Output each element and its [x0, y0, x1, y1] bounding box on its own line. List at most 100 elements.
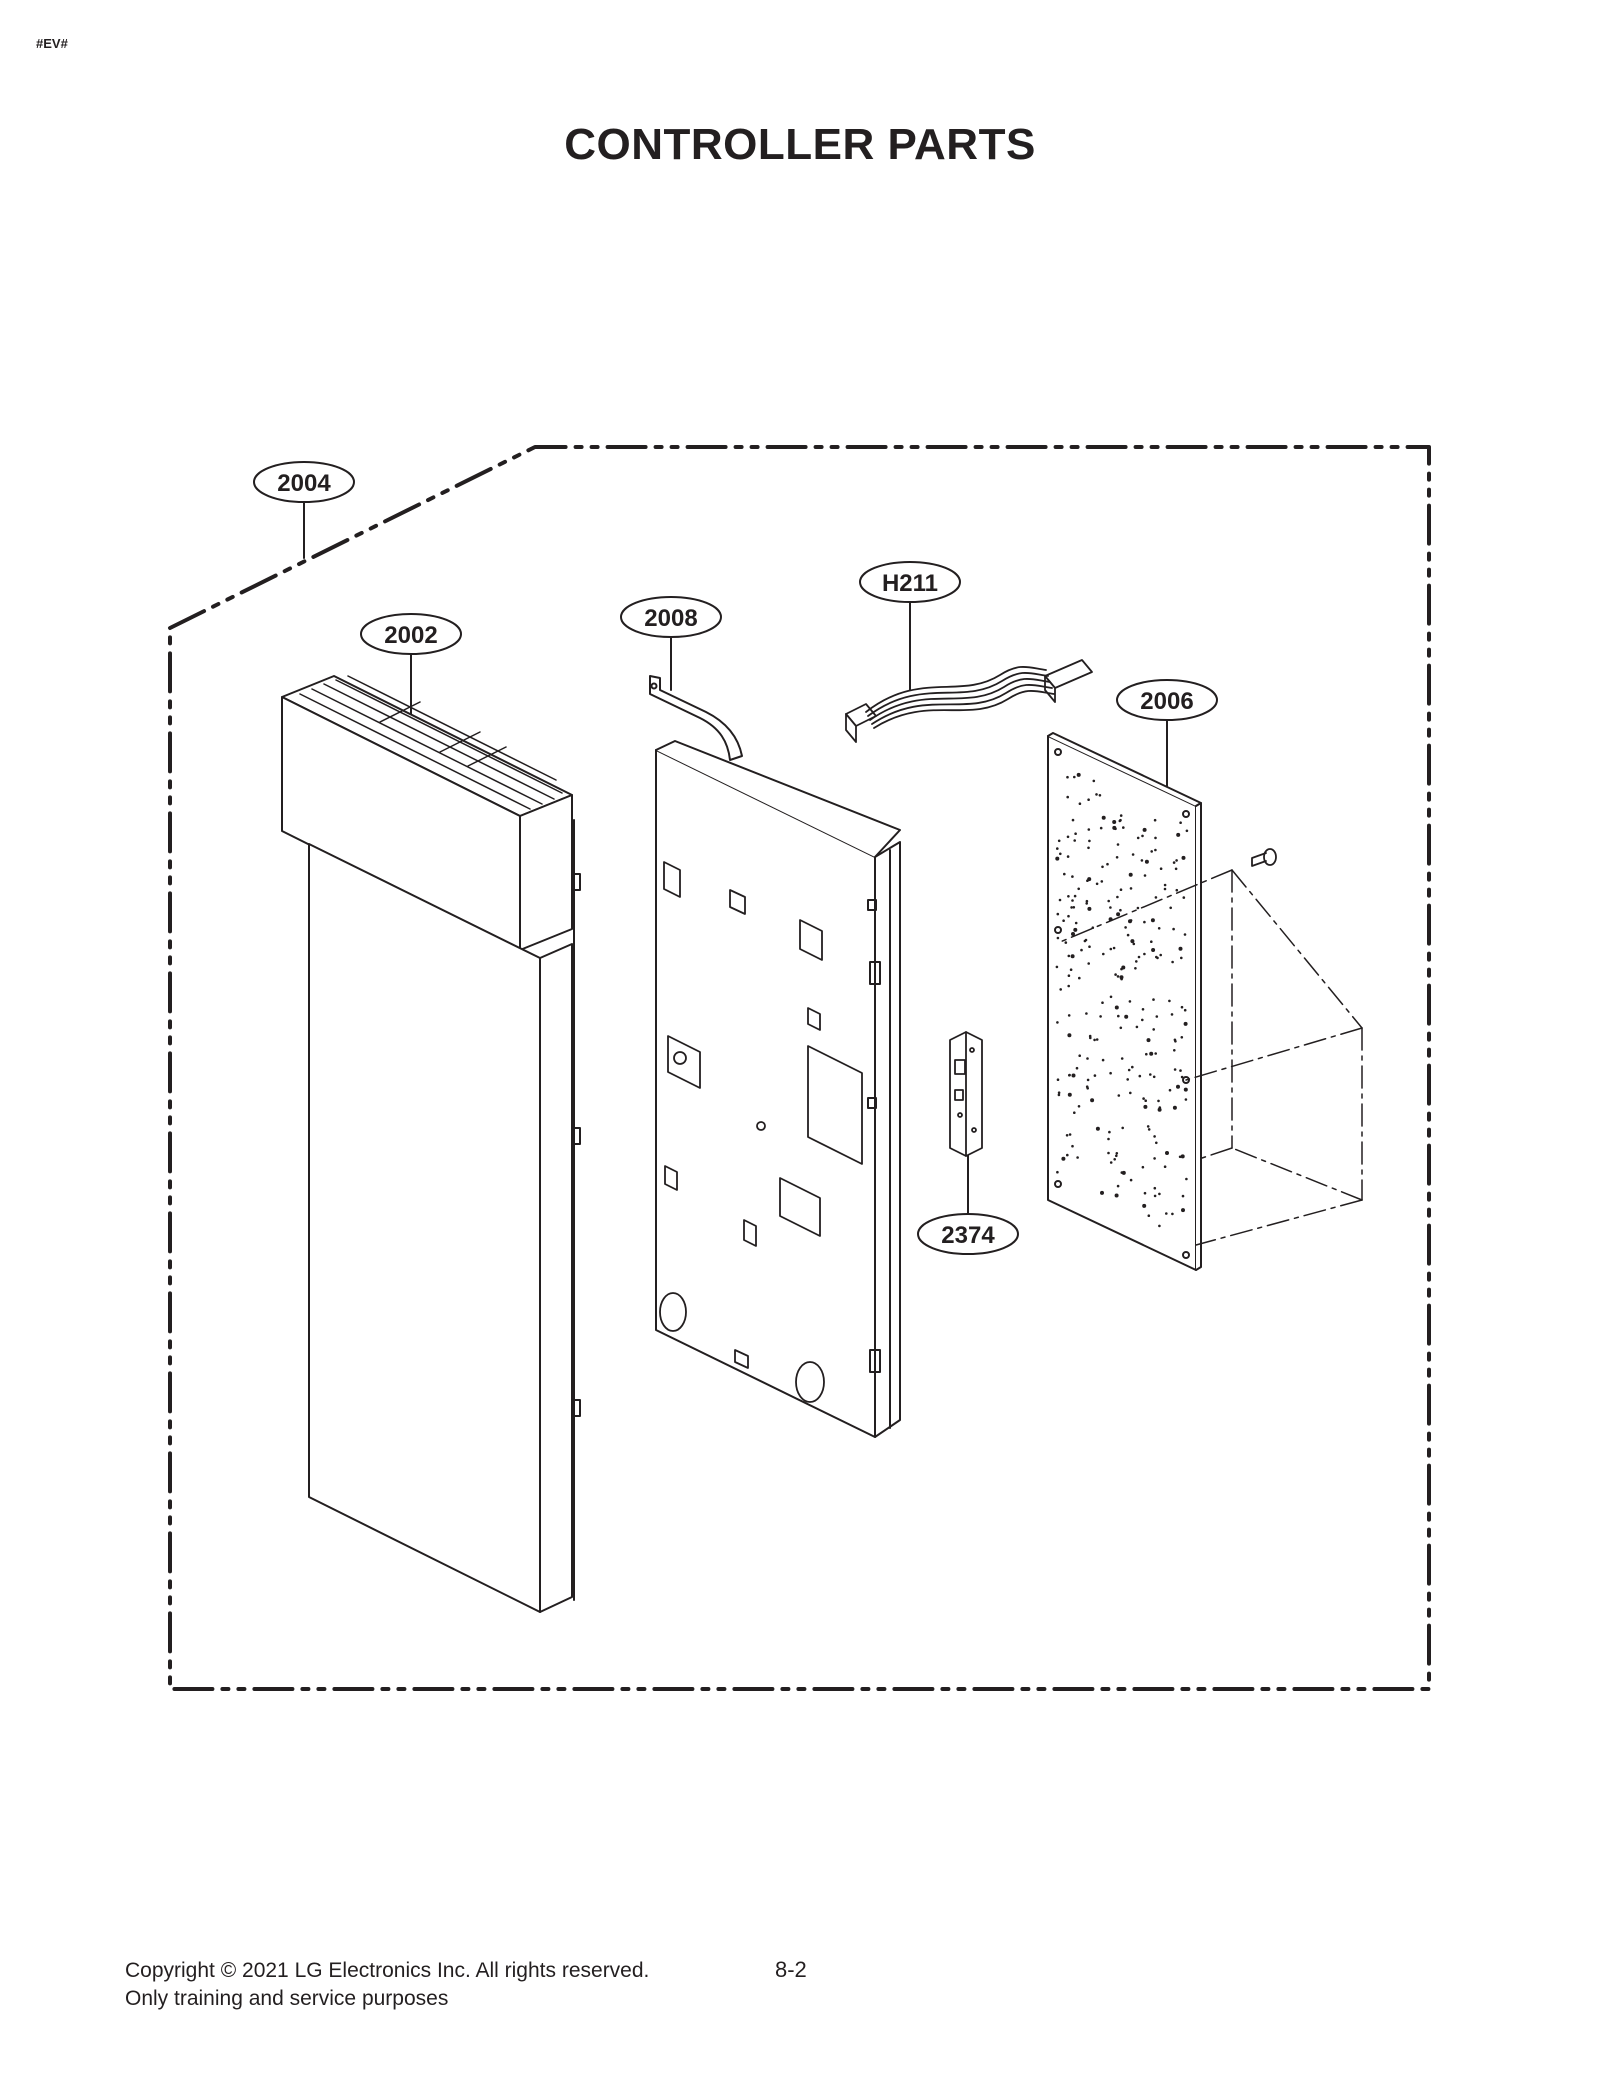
- pcb-component-dot: [1154, 836, 1157, 840]
- pcb-component-dot: [1172, 1105, 1177, 1110]
- pcb-component-dot: [1116, 912, 1121, 917]
- pcb-component-dot: [1155, 1141, 1158, 1145]
- pcb-component-dot: [1108, 1130, 1111, 1134]
- pcb-component-dot: [1069, 968, 1073, 971]
- pcb-component-dot: [1137, 955, 1141, 959]
- pcb-component-dot: [1077, 887, 1080, 891]
- pcb-component-dot: [1141, 1008, 1145, 1011]
- pcb-component-dot: [1101, 1001, 1104, 1004]
- pcb-component-dot: [1168, 999, 1171, 1003]
- pcb-component-dot: [1068, 1133, 1072, 1136]
- pcb-component-dot: [1120, 977, 1123, 981]
- pcb-component-dot: [1109, 1161, 1113, 1164]
- pcb-component-dot: [1181, 1194, 1185, 1198]
- pcb-component-dot: [1180, 1036, 1184, 1039]
- pcb-component-dot: [1128, 1000, 1132, 1003]
- pcb-component-dot: [1080, 948, 1083, 952]
- pcb-component-dot: [1101, 1058, 1105, 1062]
- pcb-component-dot: [1121, 1170, 1126, 1175]
- pcb-component-dot: [1145, 1052, 1148, 1056]
- pcb-component-dot: [1171, 1212, 1174, 1216]
- pcb-component-dot: [1062, 919, 1065, 922]
- pcb-component-dot: [1092, 779, 1096, 783]
- pcb-component-dot: [1067, 1014, 1071, 1017]
- pcb-component-dot: [1143, 874, 1147, 877]
- pcb-component-dot: [1071, 899, 1074, 902]
- pcb-component-dot: [1102, 952, 1105, 956]
- pcb-component-dot: [1173, 1068, 1177, 1071]
- pcb-component-dot: [1059, 852, 1062, 856]
- pcb-component-dot: [1142, 1203, 1147, 1208]
- pcb-component-dot: [1116, 1184, 1120, 1188]
- pcb-component-dot: [1126, 933, 1130, 937]
- pcb-component-dot: [1157, 927, 1161, 930]
- pcb-component-dot: [1099, 1015, 1102, 1018]
- pcb-component-dot: [1070, 954, 1075, 959]
- pcb-component-dot: [1107, 1151, 1110, 1155]
- pcb-component-dot: [1076, 1156, 1079, 1159]
- pcb-component-dot: [1067, 974, 1071, 977]
- pcb-component-dot: [1163, 887, 1167, 891]
- pcb-component-dot: [1057, 1091, 1061, 1094]
- pcb-component-dot: [1077, 1105, 1081, 1108]
- pcb-component-dot: [1087, 962, 1090, 965]
- assembly-boundary: [168, 445, 1431, 1691]
- pcb-component-dot: [1150, 918, 1155, 923]
- pcb-component-dot: [1146, 1038, 1151, 1043]
- pcb-component-dot: [1074, 832, 1077, 835]
- pcb-component-dot: [1071, 1073, 1076, 1078]
- pcb-component-dot: [1056, 1170, 1059, 1174]
- pcb-component-dot: [1124, 926, 1127, 929]
- pcb-component-dot: [1129, 1091, 1132, 1095]
- pcb-component-dot: [1067, 1092, 1072, 1097]
- callout-label-2004: 2004: [277, 470, 331, 497]
- pcb-component-dot: [1073, 775, 1076, 779]
- pcb-component-dot: [1101, 815, 1106, 820]
- pcb-component-dot: [1116, 843, 1120, 846]
- pcb-component-dot: [1153, 818, 1157, 822]
- pcb-component-dot: [1066, 795, 1069, 799]
- pcb-component-dot: [1143, 1191, 1147, 1195]
- pcb-component-dot: [1143, 952, 1146, 956]
- pcb-component-dot: [1176, 1084, 1180, 1089]
- pcb-component-dot: [1147, 1128, 1151, 1131]
- pcb-component-dot: [1084, 938, 1088, 942]
- pcb-component-dot: [1109, 1071, 1112, 1075]
- callout-label-2002: 2002: [384, 622, 437, 649]
- pcb-component-dot: [1170, 1013, 1174, 1016]
- pcb-component-dot: [1121, 1126, 1124, 1130]
- callout-label-2374: 2374: [941, 1222, 995, 1249]
- projection-lines: [1059, 869, 1363, 1246]
- pcb-component-dot: [1078, 802, 1082, 805]
- pcb-component-dot: [1165, 1151, 1169, 1155]
- pcb-component-dot: [1155, 955, 1158, 959]
- pcb-component-dot: [1128, 872, 1133, 877]
- pcb-component-dot: [1152, 1028, 1155, 1031]
- pcb-component-dot: [1146, 1125, 1150, 1128]
- pcb-component-dot: [1114, 1005, 1119, 1010]
- pcb-component-dot: [1071, 932, 1075, 936]
- page-title: CONTROLLER PARTS: [564, 120, 1036, 169]
- pcb-component-dot: [1119, 888, 1123, 891]
- pcb-component-dot: [1066, 775, 1069, 779]
- pcb-component-dot: [1100, 1190, 1104, 1195]
- pcb-component-dot: [1120, 1057, 1124, 1060]
- pcb-component-dot: [1158, 1192, 1161, 1196]
- pcb-component-dot: [1106, 862, 1109, 866]
- pcb-component-dot: [1142, 827, 1147, 832]
- pcb-component-dot: [1071, 1144, 1074, 1148]
- pcb-component-dot: [1154, 848, 1157, 852]
- pcb-component-dot: [1147, 1214, 1151, 1217]
- callout-H211: H211: [859, 561, 961, 603]
- callout-2006: 2006: [1116, 679, 1218, 721]
- wire-harness-part: [845, 659, 1093, 743]
- pcb-component-dot: [1075, 1066, 1079, 1070]
- pcb-component-dot: [1072, 906, 1076, 909]
- pcb-component-dot: [1132, 942, 1136, 946]
- pcb-component-dot: [1124, 1014, 1129, 1019]
- pcb-component-dot: [1093, 1038, 1096, 1042]
- pcb-component-dot: [1149, 1051, 1154, 1056]
- pcb-component-dot: [1095, 1038, 1099, 1041]
- pcb-component-dot: [1112, 946, 1116, 950]
- pcb-component-dot: [1067, 914, 1070, 918]
